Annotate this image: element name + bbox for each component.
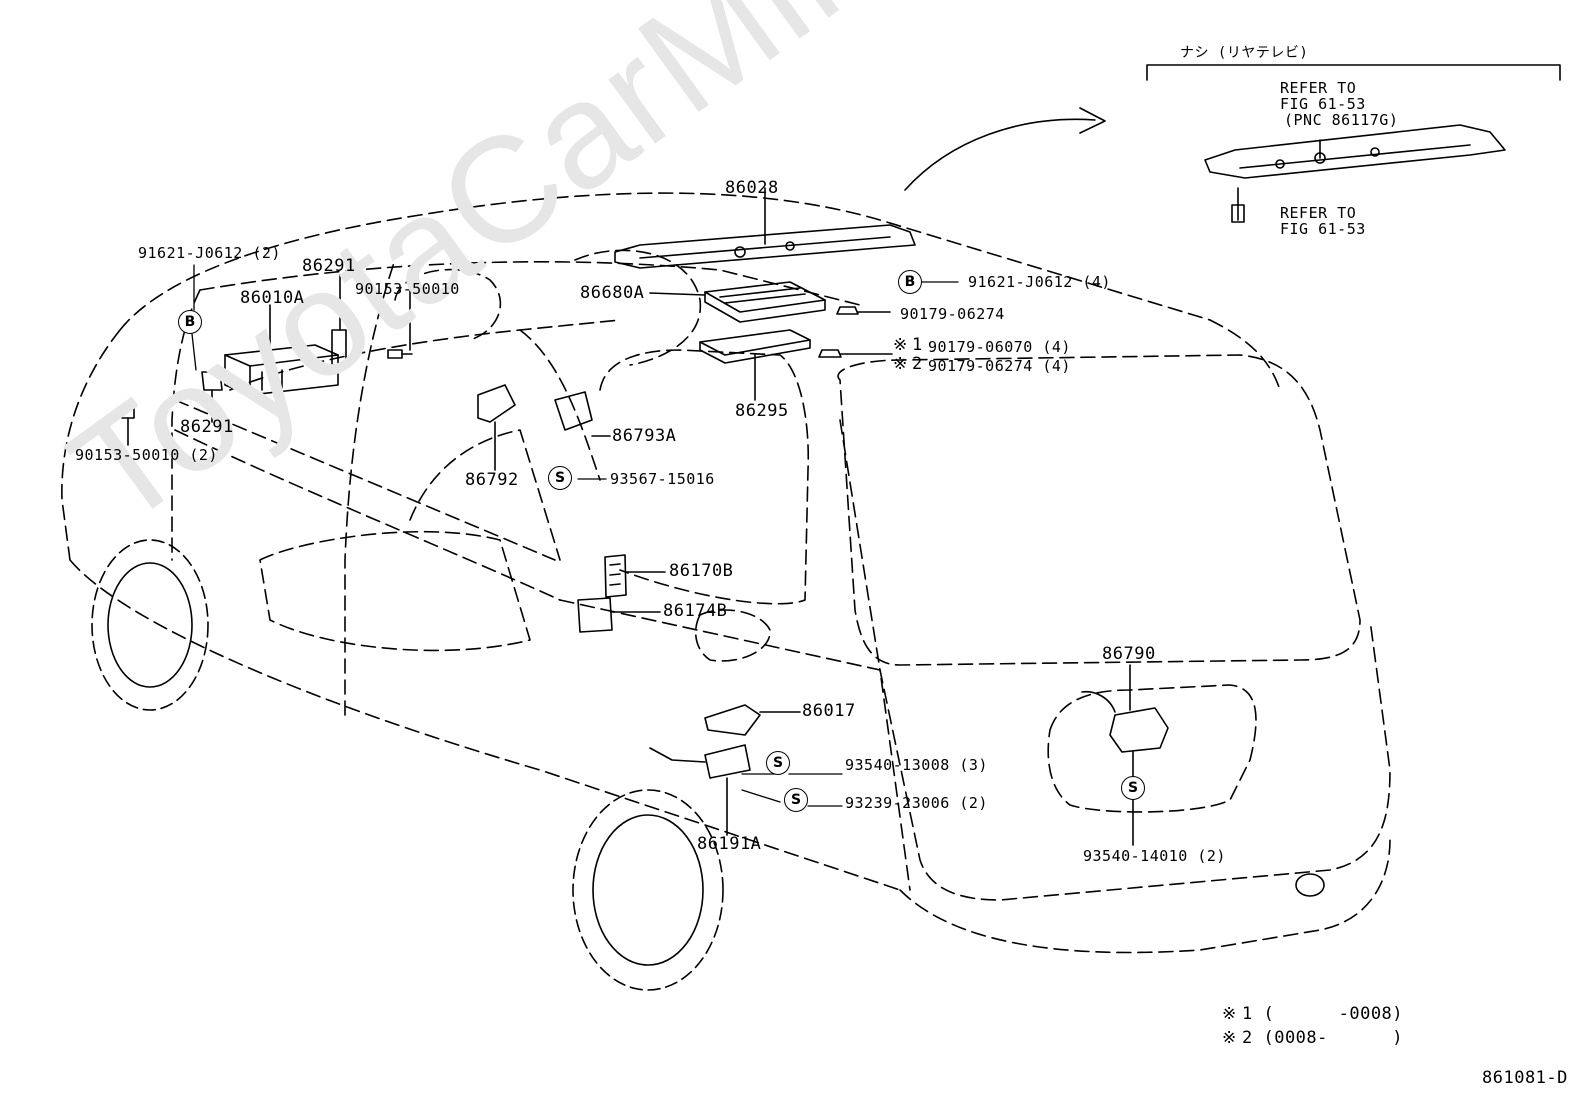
note2-symbol: ※ [893, 354, 908, 374]
part-86295-bracket [699, 329, 811, 401]
label-86680a: 86680A [580, 283, 645, 303]
label-86028: 86028 [725, 178, 779, 198]
label-86170b: 86170B [669, 561, 734, 581]
label-93540-14010-2: 93540-14010 (2) [1083, 847, 1226, 865]
inset-refer-top-3: (PNC 86117G) [1284, 111, 1399, 129]
part-86174b-bezel [577, 597, 661, 633]
label-86191a: 86191A [697, 834, 762, 854]
inset-arrow-head [1079, 107, 1106, 134]
legend-row-2: 2 (0008- ) [1242, 1028, 1404, 1048]
label-86295: 86295 [735, 401, 789, 421]
part-86291-bracket-top [331, 274, 347, 366]
label-93540-13008-3: 93540-13008 (3) [845, 756, 988, 774]
inset-refer-top-2: FIG 61-53 [1280, 95, 1366, 113]
leader-lines [191, 264, 959, 807]
part-86010a-amplifier [224, 304, 339, 396]
label-86793a: 86793A [612, 426, 677, 446]
inset-header: ナシ (リヤテレビ) [1180, 45, 1309, 61]
label-90179-06274-4: 90179-06274 (4) [928, 357, 1071, 375]
label-90153-50010: 90153-50010 [355, 280, 460, 298]
label-86174b: 86174B [663, 601, 728, 621]
label-86792: 86792 [465, 470, 519, 490]
part-86017-cover [704, 704, 801, 736]
label-91621-j0612-2: 91621-J0612 (2) [138, 244, 281, 262]
rear-wheel [572, 789, 724, 991]
note2-number: 2 [912, 354, 923, 374]
symbol-s-93567: S [548, 466, 572, 490]
inset-harness [1204, 124, 1506, 223]
note1-symbol: ※ [893, 335, 908, 355]
label-93239-23006-2: 93239-23006 (2) [845, 794, 988, 812]
inset-refer-bottom-1: REFER TO [1280, 204, 1357, 222]
label-86017: 86017 [802, 701, 856, 721]
label-93567-15016: 93567-15016 [610, 470, 715, 488]
symbol-s-93540-13008: S [766, 751, 790, 775]
symbol-b-right: B [898, 270, 922, 294]
exhaust-pipe [1295, 873, 1325, 897]
inset-arrow [904, 118, 1096, 191]
label-90153-50010-2: 90153-50010 (2) [75, 446, 218, 464]
label-90179-06070-4: 90179-06070 (4) [928, 338, 1071, 356]
part-86792-speaker [477, 384, 516, 471]
part-86028-harness [614, 187, 916, 269]
label-86010a: 86010A [240, 288, 305, 308]
inset-refer-bottom-2: FIG 61-53 [1280, 220, 1366, 238]
part-86680a-monitor [649, 281, 826, 323]
legend-symbol-2: ※ [1222, 1028, 1237, 1048]
part-86793a-speaker [554, 391, 611, 437]
part-86191a-bracket [649, 744, 751, 836]
part-90179-nuts [818, 306, 893, 358]
legend-row-1: 1 ( -0008) [1242, 1004, 1404, 1024]
inset-refer-top-1: REFER TO [1280, 79, 1357, 97]
inset-bracket [1146, 64, 1561, 81]
part-86790-camera [1081, 664, 1169, 846]
label-86291-top: 86291 [302, 256, 356, 276]
symbol-s-86790: S [1121, 776, 1145, 800]
label-90179-06274: 90179-06274 [900, 305, 1005, 323]
label-91621-j0612-4: 91621-J0612 (4) [968, 273, 1111, 291]
figure-code: 861081-D [1482, 1068, 1568, 1088]
note1-number: 1 [912, 335, 923, 355]
symbol-b-left: B [178, 310, 202, 334]
front-wheel [91, 539, 209, 711]
label-86790: 86790 [1102, 644, 1156, 664]
label-86291-bottom: 86291 [180, 417, 234, 437]
symbol-s-93239: S [784, 788, 808, 812]
part-86170b-switch [604, 554, 666, 598]
part-90153-bolts [121, 289, 413, 446]
legend-symbol-1: ※ [1222, 1004, 1237, 1024]
part-86291-bracket-bottom [201, 371, 223, 423]
